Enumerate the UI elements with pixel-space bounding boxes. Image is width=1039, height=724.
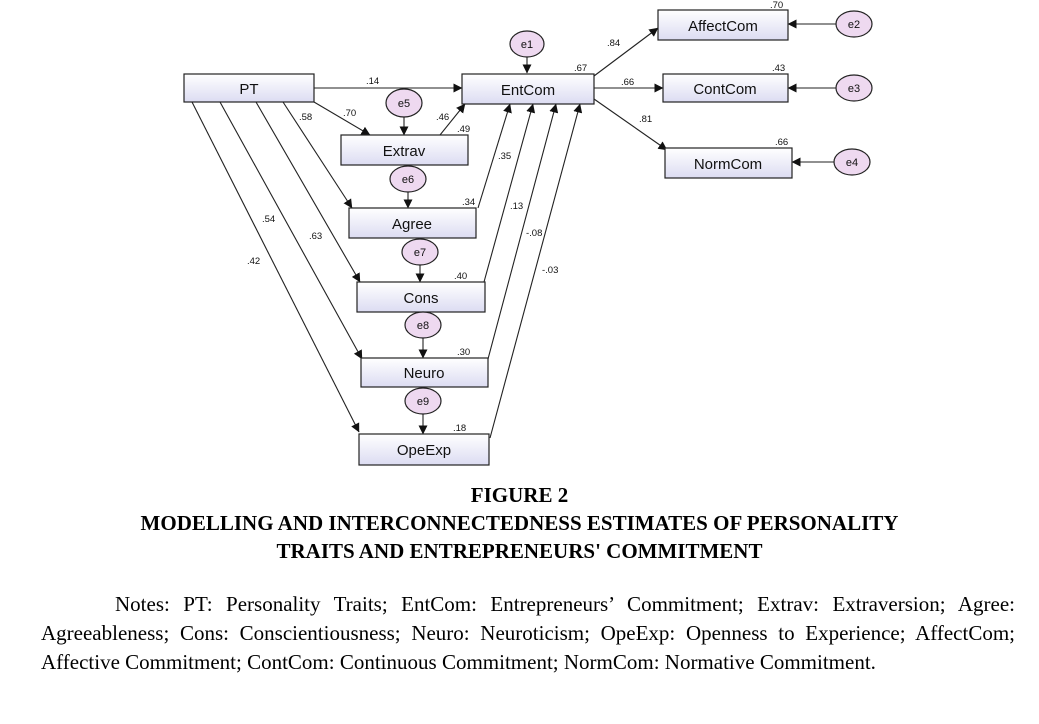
r2-contcom: .43 xyxy=(772,63,785,74)
path-entcom-affectcom xyxy=(593,27,659,77)
error-e4: e4 xyxy=(833,148,871,176)
r2-affectcom: .70 xyxy=(770,0,783,11)
node-normcom: NormCom xyxy=(664,147,793,179)
path-pt-extrav xyxy=(313,101,371,136)
coef-neuro-entcom: -.08 xyxy=(526,228,542,239)
r2-entcom: .67 xyxy=(574,63,587,74)
node-extrav: Extrav xyxy=(340,134,469,166)
sem-path-diagram: PT EntCom Extrav Agree Cons Neuro OpeExp… xyxy=(183,0,873,466)
node-agree: Agree xyxy=(348,207,477,239)
node-label-normcom: NormCom xyxy=(694,156,762,173)
r2-cons: .40 xyxy=(454,271,467,282)
error-e5: e5 xyxy=(385,88,423,118)
path-entcom-normcom xyxy=(593,98,668,151)
coef-entcom-normcom: .81 xyxy=(639,114,652,125)
path-pt-cons xyxy=(255,101,361,283)
node-label-cons: Cons xyxy=(403,290,438,307)
node-label-affectcom: AffectCom xyxy=(688,18,758,35)
path-extrav-entcom xyxy=(439,103,466,136)
path-pt-neuro xyxy=(219,101,363,360)
node-label-entcom: EntCom xyxy=(501,82,555,99)
r2-opeexp: .18 xyxy=(453,423,466,434)
coef-agree-entcom: .35 xyxy=(498,151,511,162)
r-squared-labels: .67 .70 .43 .66 .49 .34 .40 .30 .18 xyxy=(453,0,788,434)
node-cons: Cons xyxy=(356,281,486,313)
coef-pt-cons: .63 xyxy=(309,231,322,242)
node-label-contcom: ContCom xyxy=(693,81,756,98)
error-label-e2: e2 xyxy=(848,19,860,31)
coef-extrav-entcom: .46 xyxy=(436,112,449,123)
path-opeexp-entcom xyxy=(489,103,583,439)
error-label-e4: e4 xyxy=(846,157,858,169)
error-label-e5: e5 xyxy=(398,98,410,110)
error-e2: e2 xyxy=(835,10,873,38)
r2-extrav: .49 xyxy=(457,124,470,135)
r2-normcom: .66 xyxy=(775,137,788,148)
coef-entcom-affectcom: .84 xyxy=(607,38,620,49)
node-pt: PT xyxy=(183,73,315,103)
path-coefficient-labels: .14 .70 .58 .63 .54 .42 .46 .35 .13 -.08… xyxy=(247,38,652,276)
error-label-e1: e1 xyxy=(521,39,533,51)
coef-pt-agree: .58 xyxy=(299,112,312,123)
error-e8: e8 xyxy=(404,311,442,339)
error-label-e6: e6 xyxy=(402,174,414,186)
path-agree-entcom xyxy=(477,103,512,209)
node-label-agree: Agree xyxy=(392,216,432,233)
error-label-e3: e3 xyxy=(848,83,860,95)
coef-pt-neuro: .54 xyxy=(262,214,275,225)
path-pt-opeexp xyxy=(191,101,360,433)
figure-number: FIGURE 2 xyxy=(470,483,569,507)
path-pt-agree xyxy=(282,101,353,209)
node-contcom: ContCom xyxy=(662,73,789,103)
error-label-e7: e7 xyxy=(414,247,426,259)
error-e9: e9 xyxy=(404,387,442,415)
path-cons-entcom xyxy=(483,103,536,283)
path-neuro-entcom xyxy=(487,103,559,360)
node-neuro: Neuro xyxy=(360,357,489,388)
coef-pt-extrav: .70 xyxy=(343,108,356,119)
error-label-e8: e8 xyxy=(417,320,429,332)
error-label-e9: e9 xyxy=(417,396,429,408)
coef-pt-opeexp: .42 xyxy=(247,256,260,267)
node-label-extrav: Extrav xyxy=(383,143,426,160)
error-e3: e3 xyxy=(835,74,873,102)
r2-neuro: .30 xyxy=(457,347,470,358)
path-arrows xyxy=(191,19,836,439)
node-label-pt: PT xyxy=(239,81,258,98)
figure-title-line-1: MODELLING AND INTERCONNECTEDNESS ESTIMAT… xyxy=(140,511,899,535)
node-entcom: EntCom xyxy=(461,73,595,105)
coef-pt-entcom: .14 xyxy=(366,76,379,87)
figure-title-line-2: TRAITS AND ENTREPRENEURS' COMMITMENT xyxy=(276,539,763,563)
node-affectcom: AffectCom xyxy=(657,9,789,41)
coef-cons-entcom: .13 xyxy=(510,201,523,212)
coef-entcom-contcom: .66 xyxy=(621,77,634,88)
error-e6: e6 xyxy=(389,165,427,193)
node-label-opeexp: OpeExp xyxy=(397,442,451,459)
figure-notes: Notes: PT: Personality Traits; EntCom: E… xyxy=(41,592,1015,674)
node-label-neuro: Neuro xyxy=(404,365,445,382)
r2-agree: .34 xyxy=(462,197,475,208)
node-opeexp: OpeExp xyxy=(358,433,490,466)
error-e1: e1 xyxy=(509,30,545,58)
coef-opeexp-entcom: -.03 xyxy=(542,265,558,276)
error-e7: e7 xyxy=(401,238,439,266)
